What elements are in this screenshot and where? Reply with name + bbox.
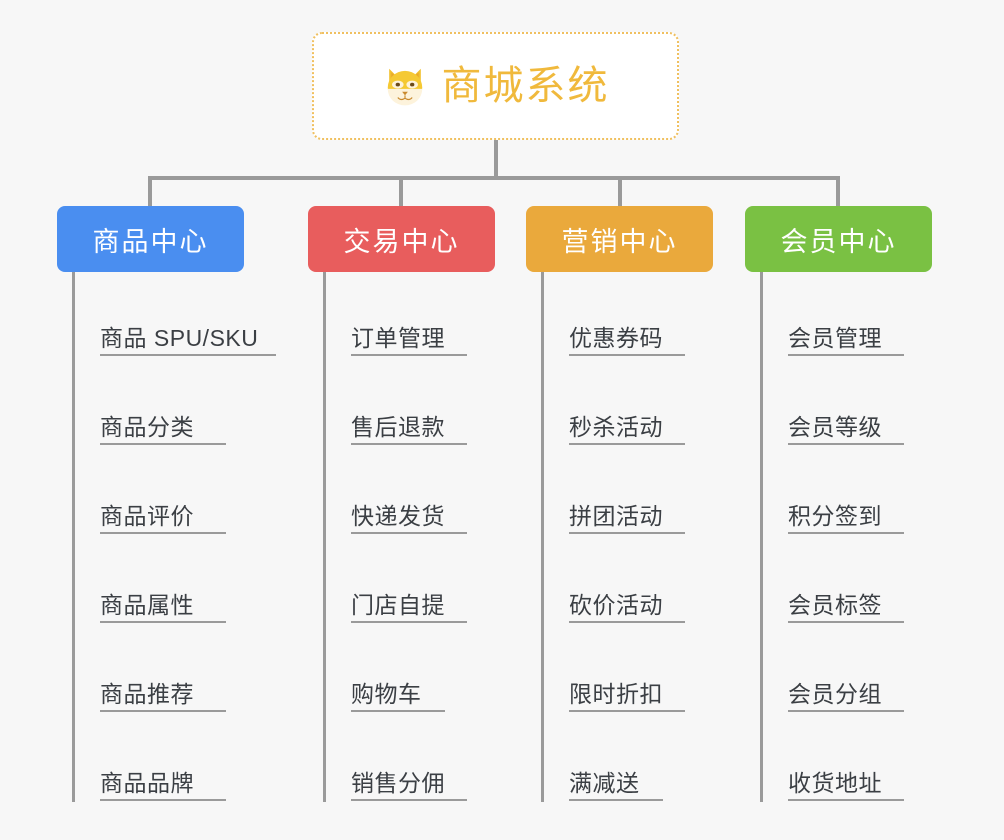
branch-spine-4 xyxy=(760,272,763,802)
leaf-underline xyxy=(788,443,904,445)
leaf-label: 售后退款 xyxy=(351,414,445,440)
leaf-label: 商品属性 xyxy=(100,592,194,618)
branch-card-2[interactable]: 交易中心 xyxy=(308,206,495,272)
leaf-underline xyxy=(569,532,685,534)
connector-drop-4 xyxy=(836,176,840,208)
branch-card-3[interactable]: 营销中心 xyxy=(526,206,713,272)
root-title: 商城系统 xyxy=(441,64,610,108)
dog-face-icon xyxy=(382,63,428,109)
leaf-underline xyxy=(100,443,226,445)
leaf-label: 商品分类 xyxy=(100,414,194,440)
branch-spine-1 xyxy=(72,272,75,802)
leaf-label: 满减送 xyxy=(569,770,640,796)
connector-horizontal-bus xyxy=(148,176,840,180)
leaf-label: 会员分组 xyxy=(788,681,882,707)
leaf-underline xyxy=(351,621,467,623)
leaf-underline xyxy=(569,799,663,801)
leaf-label: 拼团活动 xyxy=(569,503,663,529)
leaf-label: 快递发货 xyxy=(351,503,445,529)
branch-spine-2 xyxy=(323,272,326,802)
leaf-underline xyxy=(569,621,685,623)
leaf-label: 限时折扣 xyxy=(569,681,663,707)
leaf-label: 商品品牌 xyxy=(100,770,194,796)
leaf-label: 销售分佣 xyxy=(351,770,445,796)
leaf-underline xyxy=(351,443,467,445)
leaf-label: 积分签到 xyxy=(788,503,882,529)
leaf-label: 商品 SPU/SKU xyxy=(100,325,259,351)
branch-label-2: 交易中心 xyxy=(343,226,460,257)
leaf-underline xyxy=(351,532,467,534)
leaf-label: 秒杀活动 xyxy=(569,414,663,440)
leaf-underline xyxy=(351,354,467,356)
leaf-label: 会员标签 xyxy=(788,592,882,618)
root-node[interactable]: 商城系统 xyxy=(312,32,679,140)
connector-drop-1 xyxy=(148,176,152,208)
branch-card-1[interactable]: 商品中心 xyxy=(57,206,244,272)
leaf-underline xyxy=(100,354,276,356)
leaf-label: 购物车 xyxy=(351,681,422,707)
leaf-underline xyxy=(788,621,904,623)
leaf-label: 订单管理 xyxy=(351,325,445,351)
leaf-underline xyxy=(569,443,685,445)
leaf-label: 砍价活动 xyxy=(569,592,663,618)
leaf-label: 商品评价 xyxy=(100,503,194,529)
connector-drop-2 xyxy=(399,176,403,208)
leaf-underline xyxy=(569,710,685,712)
branch-card-4[interactable]: 会员中心 xyxy=(745,206,932,272)
branch-label-1: 商品中心 xyxy=(92,226,209,257)
leaf-underline xyxy=(100,532,226,534)
leaf-underline xyxy=(100,710,226,712)
leaf-underline xyxy=(100,799,226,801)
leaf-underline xyxy=(351,710,445,712)
connector-drop-3 xyxy=(618,176,622,208)
leaf-underline xyxy=(788,799,904,801)
leaf-label: 商品推荐 xyxy=(100,681,194,707)
branch-label-3: 营销中心 xyxy=(561,226,678,257)
leaf-label: 会员管理 xyxy=(788,325,882,351)
leaf-label: 收货地址 xyxy=(788,770,882,796)
leaf-label: 优惠券码 xyxy=(569,325,663,351)
leaf-underline xyxy=(569,354,685,356)
leaf-label: 门店自提 xyxy=(351,592,445,618)
leaf-underline xyxy=(351,799,467,801)
leaf-underline xyxy=(788,532,904,534)
leaf-underline xyxy=(788,710,904,712)
leaf-underline xyxy=(788,354,904,356)
connector-root-stem xyxy=(494,140,498,178)
leaf-label: 会员等级 xyxy=(788,414,882,440)
branch-label-4: 会员中心 xyxy=(780,226,897,257)
leaf-underline xyxy=(100,621,226,623)
branch-spine-3 xyxy=(541,272,544,802)
